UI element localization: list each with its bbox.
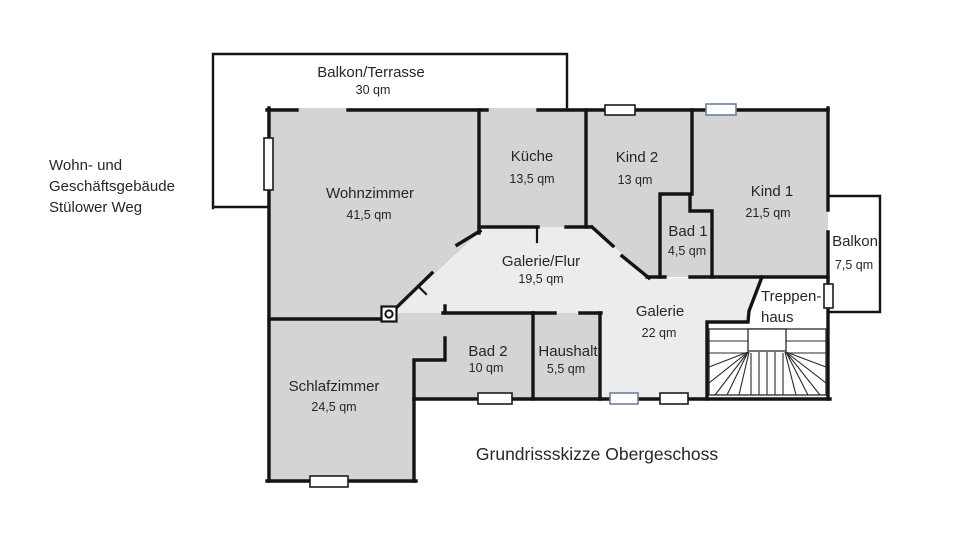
door-ticks — [418, 225, 539, 296]
galerie-area: 22 qm — [642, 326, 677, 340]
chimney-flue — [384, 309, 394, 319]
haushalt-label: Haushalt — [538, 343, 598, 360]
stair-landing — [747, 328, 787, 352]
schlafzimmer-floor — [267, 313, 445, 483]
treppenhaus-label-line1: Treppen- — [761, 288, 821, 305]
bad2-area: 10 qm — [469, 361, 504, 375]
galerie-label: Galerie — [636, 303, 684, 320]
window-treppenhaus-east — [823, 283, 834, 309]
drawing-caption: Grundrissskizze Obergeschoss — [476, 444, 718, 464]
kueche-area: 13,5 qm — [509, 172, 554, 186]
balkon-terrasse-label: Balkon/Terrasse — [317, 64, 425, 81]
wohnzimmer-area: 41,5 qm — [346, 208, 391, 222]
chimney-symbol — [380, 305, 398, 323]
balkon-terrasse-outline — [211, 52, 569, 210]
schlafzimmer-area: 24,5 qm — [311, 400, 356, 414]
bad2-west-walls — [412, 304, 447, 401]
galerie-flur-label: Galerie/Flur — [502, 253, 580, 270]
labels: Wohn- und Geschäftsgebäude Stülower Weg … — [49, 64, 878, 464]
window-galerie-south-2 — [659, 392, 689, 405]
window-wohnzimmer-west — [263, 137, 274, 191]
balkon-label: Balkon — [832, 233, 878, 250]
building-label-line3: Stülower Weg — [49, 199, 142, 216]
hall-diagonal-door-tick — [418, 286, 428, 296]
kueche-label: Küche — [511, 148, 554, 165]
balkon-right-outline — [826, 194, 882, 314]
staircase — [708, 328, 827, 396]
wohnzimmer-label: Wohnzimmer — [326, 185, 414, 202]
treppenhaus-label-line2: haus — [761, 309, 794, 326]
building-label-line1: Wohn- und — [49, 157, 122, 174]
galerie-flur-area: 19,5 qm — [518, 272, 563, 286]
kind1-floor — [690, 108, 828, 278]
kind2-diagonal-wall — [589, 224, 652, 281]
schlafzimmer-label: Schlafzimmer — [289, 378, 380, 395]
kind1-label: Kind 1 — [751, 183, 794, 200]
bad1-walls — [658, 192, 714, 279]
hall-west-diagonal-wall — [394, 228, 483, 310]
haushalt-area: 5,5 qm — [547, 362, 585, 376]
bad2-floor — [414, 313, 533, 399]
balkon-terrasse-area: 30 qm — [356, 83, 391, 97]
window-schlafzimmer-south — [309, 475, 349, 488]
window-galerie-south-1 — [609, 392, 639, 405]
window-kind1-north — [705, 103, 737, 116]
room-floors — [267, 108, 828, 483]
treppenhaus-walls — [705, 274, 765, 401]
window-kind2-north — [604, 104, 636, 116]
kind1-area: 21,5 qm — [745, 206, 790, 220]
window-bad2-south — [477, 392, 513, 405]
kind2-area: 13 qm — [618, 173, 653, 187]
haushalt-floor — [533, 313, 600, 399]
windows — [263, 103, 834, 488]
kind2-label: Kind 2 — [616, 149, 659, 166]
bad1-floor — [661, 195, 711, 277]
balkon-area: 7,5 qm — [835, 258, 873, 272]
bad2-label: Bad 2 — [468, 343, 507, 360]
building-label-line2: Geschäftsgebäude — [49, 178, 175, 195]
kueche-floor — [479, 108, 586, 227]
bad1-area: 4,5 qm — [668, 244, 706, 258]
balcony-outlines — [211, 52, 882, 314]
wohnzimmer-floor — [267, 108, 479, 321]
bad1-label: Bad 1 — [668, 223, 707, 240]
kind2-floor — [586, 108, 692, 278]
